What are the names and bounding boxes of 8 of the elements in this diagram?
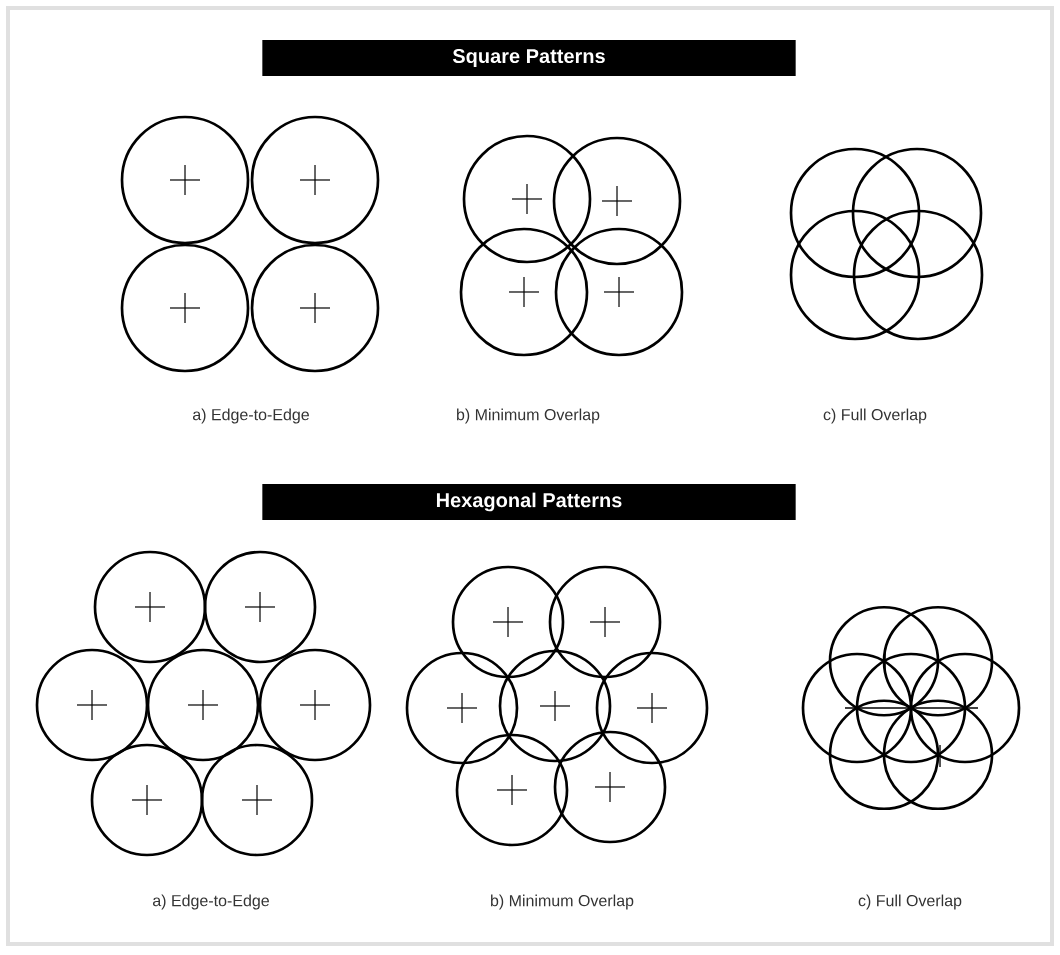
caption: b) Minimum Overlap	[457, 408, 600, 424]
header-bar: Square Patterns	[262, 40, 796, 76]
caption: c) Full Overlap	[858, 894, 962, 910]
caption: c) Full Overlap	[823, 408, 927, 424]
header-bar: Hexagonal Patterns	[262, 484, 796, 520]
caption: a) Edge-to-Edge	[152, 894, 269, 910]
caption: a) Edge-to-Edge	[192, 408, 309, 424]
caption: b) Minimum Overlap	[491, 894, 634, 910]
